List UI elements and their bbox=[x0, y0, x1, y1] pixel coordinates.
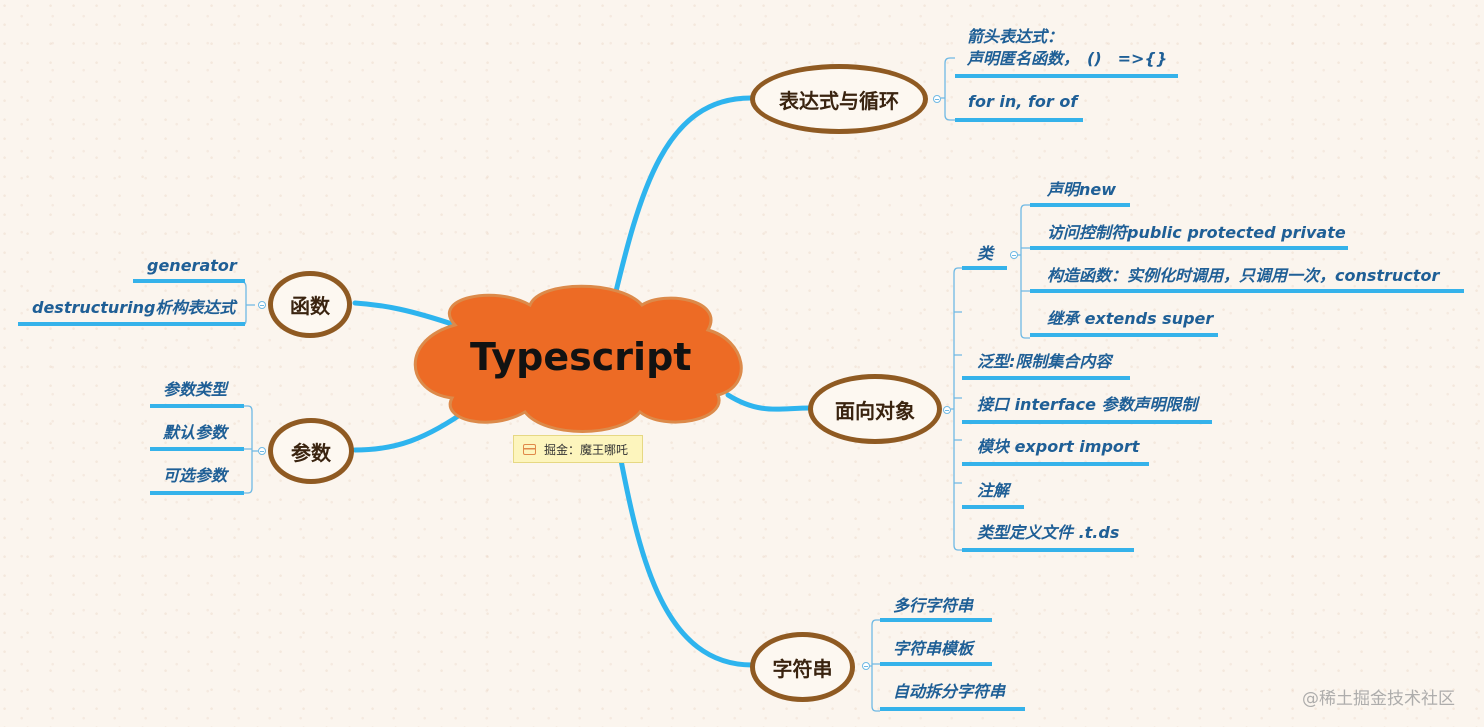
node-functions[interactable]: 函数 bbox=[268, 271, 352, 338]
node-oop[interactable]: 面向对象 bbox=[808, 374, 942, 444]
topic-default-params[interactable]: 默认参数 bbox=[163, 423, 228, 442]
topic-annotations[interactable]: 注解 bbox=[977, 481, 1010, 500]
topic-underline bbox=[1030, 289, 1464, 293]
topic-generator[interactable]: generator bbox=[147, 256, 237, 275]
collapse-icon[interactable] bbox=[258, 301, 266, 309]
topic-class[interactable]: 类 bbox=[977, 244, 994, 263]
topic-underline bbox=[880, 618, 992, 622]
topic-underline bbox=[962, 462, 1149, 466]
topic-generics[interactable]: 泛型:限制集合内容 bbox=[977, 352, 1112, 371]
topic-underline bbox=[1030, 333, 1218, 337]
topic-underline bbox=[955, 118, 1083, 122]
connector-oop bbox=[725, 392, 813, 412]
topic-arrow-expression-line1[interactable]: 箭头表达式： bbox=[967, 27, 1064, 46]
connector-functions bbox=[352, 300, 458, 328]
topic-underline bbox=[962, 420, 1212, 424]
topic-destructuring[interactable]: destructuring析构表达式 bbox=[32, 298, 236, 317]
topic-optional-params[interactable]: 可选参数 bbox=[163, 466, 228, 485]
bracket-expressions bbox=[941, 57, 955, 121]
topic-class-access-modifiers[interactable]: 访问控制符public protected private bbox=[1047, 223, 1346, 242]
topic-underline bbox=[18, 322, 245, 326]
topic-string-templates[interactable]: 字符串模板 bbox=[893, 639, 974, 658]
topic-type-definitions[interactable]: 类型定义文件 .t.ds bbox=[977, 523, 1120, 542]
topic-multiline-strings[interactable]: 多行字符串 bbox=[893, 596, 974, 615]
connector-strings bbox=[617, 452, 755, 668]
topic-for-loops[interactable]: for in, for of bbox=[968, 92, 1078, 111]
topic-underline bbox=[962, 266, 1007, 270]
topic-split-strings[interactable]: 自动拆分字符串 bbox=[893, 682, 1006, 701]
collapse-icon[interactable] bbox=[1010, 251, 1018, 259]
topic-underline bbox=[962, 548, 1134, 552]
collapse-icon[interactable] bbox=[862, 662, 870, 670]
connector-params bbox=[352, 405, 473, 453]
topic-underline bbox=[955, 74, 1178, 78]
topic-underline bbox=[962, 505, 1024, 509]
node-expressions[interactable]: 表达式与循环 bbox=[750, 64, 928, 134]
author-tag: 掘金：魔王哪吒 bbox=[513, 435, 643, 463]
collapse-icon[interactable] bbox=[933, 95, 941, 103]
watermark: @稀土掘金技术社区 bbox=[1302, 689, 1455, 709]
topic-underline bbox=[1030, 203, 1130, 207]
topic-underline bbox=[1030, 246, 1348, 250]
topic-underline bbox=[150, 404, 244, 408]
bracket-params bbox=[243, 405, 258, 494]
topic-arrow-expression-line2[interactable]: 声明匿名函数， () =>{} bbox=[967, 49, 1168, 68]
topic-underline bbox=[150, 447, 244, 451]
topic-underline bbox=[133, 279, 245, 283]
topic-class-new[interactable]: 声明new bbox=[1047, 180, 1117, 199]
topic-icon bbox=[523, 443, 536, 455]
root-cloud bbox=[413, 284, 743, 433]
connector-expressions bbox=[609, 95, 755, 311]
topic-class-constructor[interactable]: 构造函数：实例化时调用，只调用一次，constructor bbox=[1047, 266, 1440, 285]
bracket-functions bbox=[237, 281, 255, 326]
collapse-icon[interactable] bbox=[258, 447, 266, 455]
topic-underline bbox=[150, 491, 244, 495]
topic-underline bbox=[880, 707, 1025, 711]
node-params[interactable]: 参数 bbox=[268, 418, 354, 484]
topic-modules[interactable]: 模块 export import bbox=[977, 437, 1140, 456]
bracket-oop bbox=[951, 267, 962, 551]
topic-param-types[interactable]: 参数类型 bbox=[163, 380, 228, 399]
topic-underline bbox=[880, 662, 992, 666]
collapse-icon[interactable] bbox=[943, 406, 951, 414]
bracket-strings bbox=[869, 619, 880, 712]
node-strings[interactable]: 字符串 bbox=[750, 632, 855, 702]
topic-underline bbox=[962, 376, 1130, 380]
topic-interface[interactable]: 接口 interface 参数声明限制 bbox=[977, 395, 1198, 414]
topic-class-inheritance[interactable]: 继承 extends super bbox=[1047, 309, 1214, 328]
bracket-class bbox=[1017, 204, 1030, 339]
root-title[interactable]: Typescript bbox=[470, 335, 692, 379]
